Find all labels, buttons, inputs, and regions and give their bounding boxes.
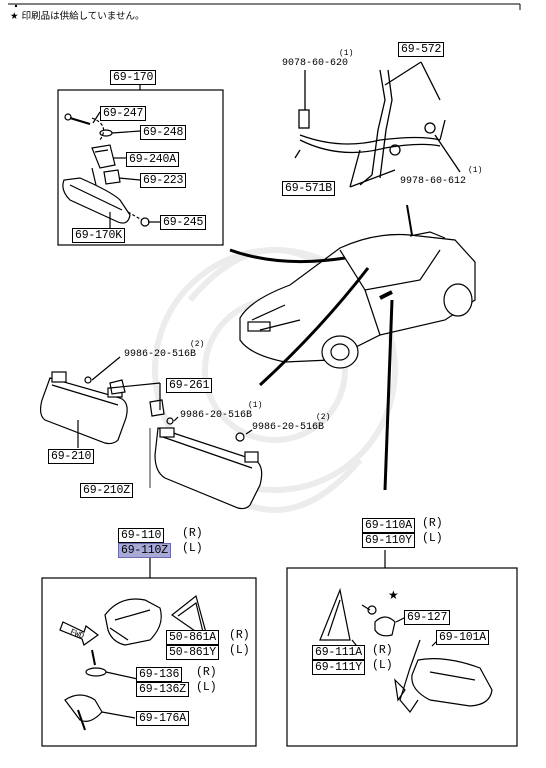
- label-69-111A[interactable]: 69-111A: [312, 645, 365, 660]
- label-69-245[interactable]: 69-245: [160, 215, 207, 230]
- label-69-111Y[interactable]: 69-111Y: [312, 660, 365, 675]
- qty-9986-c: (2): [316, 413, 331, 422]
- label-69-210Z[interactable]: 69-210Z: [80, 483, 133, 498]
- part-9986-20-516B-c[interactable]: 9986-20-516B: [252, 422, 325, 433]
- label-69-572[interactable]: 69-572: [398, 42, 445, 57]
- label-69-127[interactable]: 69-127: [404, 610, 451, 625]
- label-69-101A[interactable]: 69-101A: [436, 630, 489, 645]
- side-50-861Y: (L): [229, 644, 250, 657]
- label-69-247[interactable]: 69-247: [100, 106, 147, 121]
- outside-mirror-right-group: [286, 550, 518, 747]
- rear-view-mirror-group: [57, 83, 224, 246]
- left-mirror-frame: [41, 577, 257, 747]
- side-69-136Z: (L): [196, 681, 217, 694]
- side-50-861A: (R): [229, 629, 250, 642]
- side-69-136: (R): [196, 666, 217, 679]
- pointer-lines: [229, 204, 413, 491]
- sun-visor-group: [39, 356, 263, 510]
- part-9078-60-620[interactable]: 9078-60-620: [282, 58, 349, 69]
- side-69-111A: (R): [372, 644, 393, 657]
- label-69-110[interactable]: 69-110: [118, 528, 165, 543]
- label-69-248[interactable]: 69-248: [140, 125, 187, 140]
- label-69-110Z-highlighted[interactable]: 69-110Z: [118, 543, 171, 558]
- right-mirror-frame: [286, 567, 518, 747]
- label-69-136[interactable]: 69-136: [136, 667, 183, 682]
- note-text: 印刷品は供給していません。: [21, 11, 145, 22]
- label-69-110Y[interactable]: 69-110Y: [362, 533, 415, 548]
- label-50-861A[interactable]: 50-861A: [166, 630, 219, 645]
- qty-9986-a: (2): [190, 340, 205, 349]
- label-69-240A[interactable]: 69-240A: [126, 152, 179, 167]
- side-69-110Y: (L): [422, 532, 443, 545]
- edge-dot: [14, 4, 18, 8]
- label-69-176A[interactable]: 69-176A: [136, 711, 189, 726]
- part-9978-60-612[interactable]: 9978-60-612: [400, 176, 467, 187]
- label-69-223[interactable]: 69-223: [140, 173, 187, 188]
- harness-group: [294, 61, 461, 188]
- label-69-170K[interactable]: 69-170K: [72, 228, 125, 243]
- label-50-861Y[interactable]: 50-861Y: [166, 645, 219, 660]
- not-supplied-star-icon: ★: [388, 588, 399, 602]
- label-69-170[interactable]: 69-170: [110, 70, 157, 85]
- side-69-110Z: (L): [182, 542, 203, 555]
- star-icon: ★: [10, 11, 19, 22]
- part-9986-20-516B-b[interactable]: 9986-20-516B: [180, 410, 253, 421]
- car-illustration: [239, 231, 476, 369]
- qty-9978: (1): [468, 166, 483, 175]
- label-69-136Z[interactable]: 69-136Z: [136, 682, 189, 697]
- part-9986-20-516B-a[interactable]: 9986-20-516B: [124, 349, 197, 360]
- label-69-261[interactable]: 69-261: [166, 378, 213, 393]
- label-69-210[interactable]: 69-210: [48, 449, 95, 464]
- side-69-111Y: (L): [372, 659, 393, 672]
- qty-9078: (1): [339, 49, 354, 58]
- side-69-110A: (R): [422, 517, 443, 530]
- label-69-110A[interactable]: 69-110A: [362, 518, 415, 533]
- side-69-110: (R): [182, 527, 203, 540]
- label-69-571B[interactable]: 69-571B: [282, 181, 335, 196]
- header-note: ★ 印刷品は供給していません。: [10, 8, 145, 22]
- outside-mirror-left-group: [41, 558, 257, 747]
- qty-9986-b: (1): [248, 401, 263, 410]
